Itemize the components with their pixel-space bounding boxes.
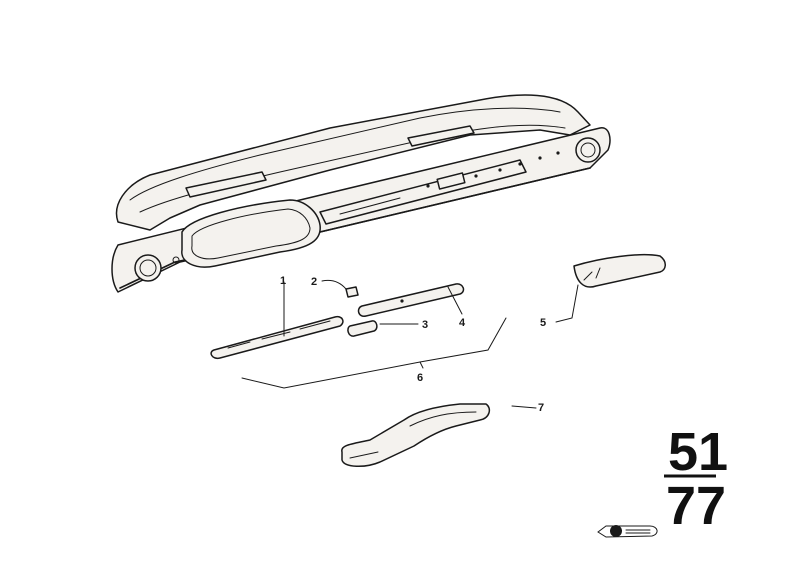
vent-right-outer xyxy=(575,137,601,163)
group-code-bottom: 77 xyxy=(666,476,726,536)
callout-7: 7 xyxy=(538,402,544,414)
part-6-bracket: 6 xyxy=(241,317,507,389)
group-code: 51 77 xyxy=(664,422,728,536)
part-4-trim-bar: 4 xyxy=(357,283,466,329)
crash-pad-ridge xyxy=(129,107,561,201)
vehicle-emblem-icon xyxy=(597,525,658,538)
part-3-plate: 3 xyxy=(347,319,428,337)
vent-right-inner xyxy=(580,142,596,158)
instrument-cluster-opening xyxy=(181,199,321,268)
part-1-trim-strip: 1 xyxy=(210,275,344,360)
callout-6: 6 xyxy=(417,372,423,384)
defroster-vent-left xyxy=(185,171,267,198)
center-trim-slot xyxy=(339,197,401,215)
mounting-holes xyxy=(426,151,560,188)
part-2-clip: 2 xyxy=(311,276,359,298)
knob xyxy=(172,256,180,264)
group-code-top: 51 xyxy=(668,422,728,482)
callout-5: 5 xyxy=(540,317,546,329)
callout-2: 2 xyxy=(311,276,317,288)
radio-opening xyxy=(436,172,466,190)
vent-left-outer xyxy=(134,254,162,282)
crash-pad-ridge-lower xyxy=(139,124,566,213)
dashboard-assembly xyxy=(111,94,611,293)
vent-left-inner xyxy=(139,259,157,277)
part-7-lower-trim: 7 xyxy=(341,402,544,467)
callout-4: 4 xyxy=(459,317,466,329)
callout-1: 1 xyxy=(280,275,286,287)
defroster-vent-right xyxy=(407,125,475,147)
callout-3: 3 xyxy=(422,319,428,331)
part-5-glovebox-lid: 5 xyxy=(540,253,666,329)
instrument-cluster-inner xyxy=(191,208,311,260)
